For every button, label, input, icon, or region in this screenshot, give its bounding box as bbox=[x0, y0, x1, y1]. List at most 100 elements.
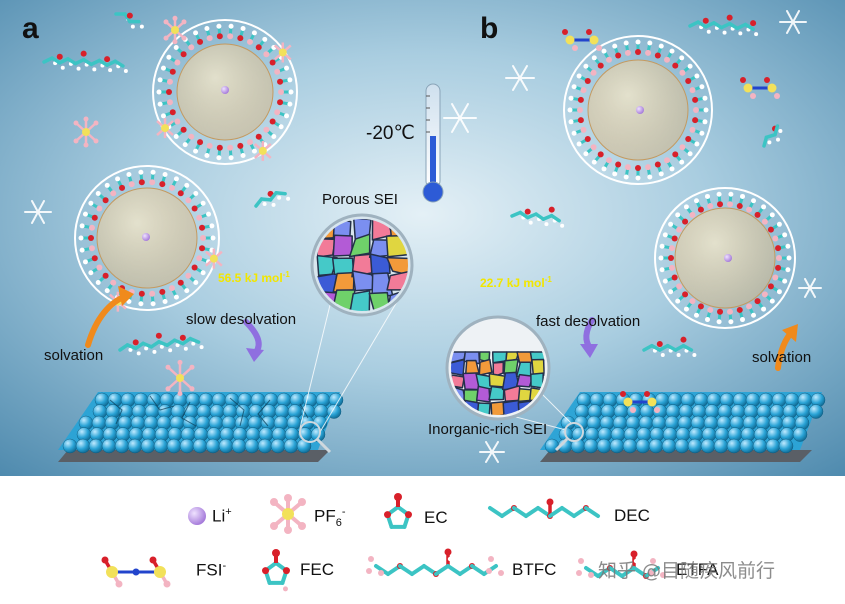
solvation-label-b: solvation bbox=[752, 349, 812, 366]
sei-magnifier-b bbox=[445, 315, 584, 452]
electrode-a bbox=[58, 392, 344, 462]
solvation-cluster-b-bottom bbox=[654, 187, 796, 329]
legend-fec-label: FEC bbox=[300, 560, 334, 579]
legend-fsi-label: FSI- bbox=[196, 560, 226, 581]
electrode-particle bbox=[700, 438, 716, 454]
panel-label-a: a bbox=[22, 12, 39, 45]
energy-value-b: 22.7 bbox=[480, 276, 504, 290]
thermometer-icon bbox=[422, 83, 444, 203]
electrode-particle bbox=[244, 438, 260, 454]
legend-fsi-sup: - bbox=[222, 560, 227, 572]
temperature-unit: ℃ bbox=[393, 123, 415, 144]
snowflake-icon bbox=[24, 200, 52, 224]
electrode-particle bbox=[726, 438, 742, 454]
electrode-particle bbox=[739, 438, 755, 454]
electrode-particle bbox=[752, 438, 768, 454]
energy-barrier-b: 22.7 kJ mol-1 bbox=[480, 275, 552, 290]
legend-pf6-sup: - bbox=[341, 506, 346, 518]
electrode-particle bbox=[114, 438, 130, 454]
legend-ec-icon bbox=[384, 493, 412, 536]
electrode-particle bbox=[62, 438, 78, 454]
arrow-desolvation-b bbox=[580, 317, 598, 358]
legend-fsi-text: FSI bbox=[196, 560, 223, 580]
arrow-solvation-b bbox=[775, 324, 798, 371]
free-molecules bbox=[42, 12, 783, 413]
legend-pf6-label: PF6- bbox=[314, 506, 346, 529]
energy-value-a: 56.5 bbox=[218, 271, 242, 285]
snowflake-icon bbox=[505, 65, 535, 91]
legend-fsi-icon bbox=[101, 556, 171, 588]
legend-dec-label: DEC bbox=[614, 506, 650, 525]
panel-label-b: b bbox=[480, 12, 499, 45]
solvation-cluster-a-top bbox=[152, 19, 298, 165]
legend-ec-label: EC bbox=[424, 508, 448, 527]
legend-li-icon bbox=[188, 507, 206, 525]
snowflake-icon bbox=[798, 278, 822, 298]
electrode-particle bbox=[648, 438, 664, 454]
snowflake-icon bbox=[779, 10, 807, 34]
electrode-particle bbox=[205, 438, 221, 454]
electrode-particle bbox=[166, 438, 182, 454]
legend-pf6-icon bbox=[270, 494, 306, 534]
electrode-particle bbox=[192, 438, 208, 454]
energy-unit-b: kJ mol bbox=[506, 276, 545, 290]
electrode-particle bbox=[808, 404, 824, 419]
temperature-label: -20℃ bbox=[366, 122, 415, 145]
legend-li-label: Li+ bbox=[212, 506, 232, 527]
snowflake-icon bbox=[479, 441, 505, 463]
electrode-particle bbox=[661, 438, 677, 454]
electrode-particle bbox=[179, 438, 195, 454]
energy-unit-a: kJ mol bbox=[244, 271, 283, 285]
energy-barrier-a: 56.5 kJ mol-1 bbox=[218, 270, 290, 285]
legend-li-sup: + bbox=[225, 506, 232, 518]
electrode-particle bbox=[257, 438, 273, 454]
electrode-particle bbox=[674, 438, 690, 454]
energy-sup-b: -1 bbox=[544, 275, 552, 284]
watermark: 知乎 @目随疾风前行 bbox=[598, 560, 776, 582]
electrode-particle bbox=[583, 438, 599, 454]
electrode-particle bbox=[765, 438, 781, 454]
sei-magnifier-a bbox=[299, 213, 414, 454]
solvation-cluster-b-top bbox=[563, 35, 713, 185]
energy-sup-a: -1 bbox=[282, 270, 290, 279]
arrow-desolvation-a bbox=[243, 319, 264, 362]
electrode-particle bbox=[218, 438, 234, 454]
fast-desolvation-label: fast desolvation bbox=[536, 313, 641, 330]
electrode-particle bbox=[635, 438, 651, 454]
electrode-particle bbox=[231, 438, 247, 454]
legend-btfc-label: BTFC bbox=[512, 560, 557, 579]
legend-etfa-icon bbox=[576, 550, 666, 587]
legend-pf6-text: PF bbox=[314, 506, 336, 526]
legend-btfc-icon bbox=[366, 548, 504, 585]
electrode-particle bbox=[622, 438, 638, 454]
electrode-b bbox=[540, 392, 826, 462]
porous-sei-label: Porous SEI bbox=[322, 191, 398, 208]
electrode-particle bbox=[270, 438, 286, 454]
slow-desolvation-label: slow desolvation bbox=[186, 311, 297, 328]
legend-dec-icon bbox=[488, 498, 603, 527]
electrode-particle bbox=[127, 438, 143, 454]
electrode-particle bbox=[140, 438, 156, 454]
electrode-particle bbox=[792, 427, 808, 442]
legend-pf6-sub: 6 bbox=[335, 517, 342, 530]
electrode-particle bbox=[596, 438, 612, 454]
legend-li-text: Li bbox=[212, 506, 226, 526]
electrode-particle bbox=[687, 438, 703, 454]
legend-graphics bbox=[101, 493, 666, 592]
temperature-value: -20 bbox=[366, 123, 394, 144]
electrode-particle bbox=[101, 438, 117, 454]
legend-fec-icon bbox=[262, 549, 290, 592]
electrode-particle bbox=[283, 438, 299, 454]
inorganic-sei-label: Inorganic-rich SEI bbox=[428, 421, 548, 438]
snowflake-icons bbox=[24, 10, 822, 463]
electrode-particle bbox=[609, 438, 625, 454]
electrode-particle bbox=[778, 438, 794, 454]
snowflake-icon bbox=[443, 103, 477, 133]
arrow-solvation-a bbox=[85, 286, 134, 348]
electrode-particle bbox=[713, 438, 729, 454]
solvation-label-a: solvation bbox=[44, 347, 104, 364]
legend-etfa-label: ETFA bbox=[676, 560, 719, 579]
electrode-particle bbox=[75, 438, 91, 454]
